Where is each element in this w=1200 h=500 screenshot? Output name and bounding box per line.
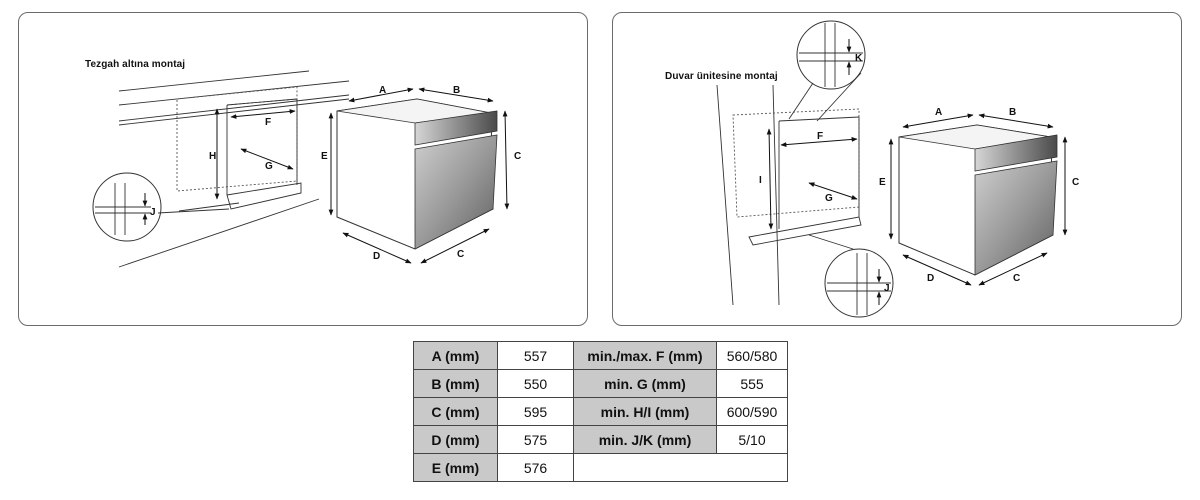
label-F: F bbox=[817, 131, 823, 142]
label-A: A bbox=[935, 107, 942, 118]
left-panel-title: Tezgah altına montaj bbox=[85, 59, 186, 70]
wall-unit-diagram: Duvar ünitesine montaj I F bbox=[612, 12, 1182, 326]
wall-unit-illustration: I F G K J A B bbox=[716, 20, 1079, 318]
table-key: C (mm) bbox=[413, 397, 498, 426]
table-value: 560/580 bbox=[716, 341, 788, 370]
label-C-bottom: C bbox=[1013, 273, 1020, 284]
label-B: B bbox=[1009, 107, 1016, 118]
label-E: E bbox=[321, 151, 328, 162]
label-C-bottom: C bbox=[457, 249, 464, 260]
label-J: J bbox=[150, 207, 156, 218]
label-D: D bbox=[927, 273, 934, 284]
label-H: H bbox=[209, 151, 216, 162]
table-value: 5/10 bbox=[716, 425, 788, 454]
table-value: 550 bbox=[497, 369, 574, 398]
label-K: K bbox=[855, 53, 863, 64]
table-key: B (mm) bbox=[413, 369, 498, 398]
table-row: C (mm) 595 min. H/I (mm) 600/590 bbox=[413, 397, 788, 426]
table-key: min. H/I (mm) bbox=[573, 397, 717, 426]
table-key: E (mm) bbox=[413, 453, 498, 482]
label-J: J bbox=[884, 283, 890, 294]
label-A: A bbox=[379, 85, 386, 96]
empty-cell bbox=[573, 453, 788, 482]
dimension-spec-table: A (mm) 557 min./max. F (mm) 560/580 B (m… bbox=[413, 341, 788, 482]
label-E: E bbox=[879, 177, 886, 188]
label-D: D bbox=[373, 251, 380, 262]
label-G: G bbox=[265, 161, 273, 172]
under-counter-diagram: Tezgah altına montaj H bbox=[18, 12, 588, 326]
under-counter-illustration: H F G J A B C E D bbox=[92, 70, 521, 268]
table-key: min. G (mm) bbox=[573, 369, 717, 398]
label-F: F bbox=[265, 117, 271, 128]
table-row: B (mm) 550 min. G (mm) 555 bbox=[413, 369, 788, 398]
table-key: min./max. F (mm) bbox=[573, 341, 717, 370]
table-row: D (mm) 575 min. J/K (mm) 5/10 bbox=[413, 425, 788, 454]
table-value: 576 bbox=[497, 453, 574, 482]
right-panel-title: Duvar ünitesine montaj bbox=[665, 71, 778, 82]
table-key: A (mm) bbox=[413, 341, 498, 370]
label-I: I bbox=[759, 175, 762, 186]
table-key: min. J/K (mm) bbox=[573, 425, 717, 454]
table-value: 595 bbox=[497, 397, 574, 426]
table-key: D (mm) bbox=[413, 425, 498, 454]
table-value: 557 bbox=[497, 341, 574, 370]
table-value: 575 bbox=[497, 425, 574, 454]
label-C-side: C bbox=[514, 151, 521, 162]
label-C-side: C bbox=[1072, 177, 1079, 188]
table-row: E (mm) 576 bbox=[413, 453, 788, 482]
table-value: 555 bbox=[716, 369, 788, 398]
table-value: 600/590 bbox=[716, 397, 788, 426]
table-row: A (mm) 557 min./max. F (mm) 560/580 bbox=[413, 341, 788, 370]
label-G: G bbox=[825, 193, 833, 204]
label-B: B bbox=[453, 85, 460, 96]
